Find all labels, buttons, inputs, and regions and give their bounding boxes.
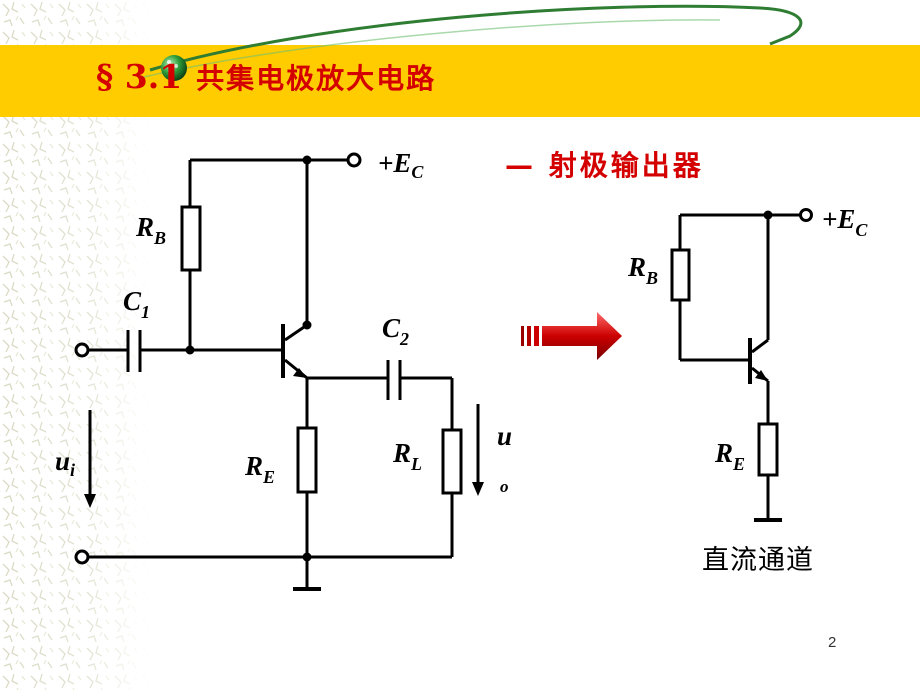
title-text: 共集电极放大电路 bbox=[196, 62, 437, 95]
transform-arrow-icon bbox=[521, 312, 622, 360]
supply-label: +EC bbox=[378, 148, 424, 182]
rb-label: RB bbox=[135, 212, 166, 248]
right-circuit-wiring bbox=[670, 213, 804, 522]
left-circuit-nodes bbox=[74, 152, 362, 565]
uo-subscript: o bbox=[500, 477, 509, 496]
slide-title: § 3.1 共集电极放大电路 bbox=[96, 52, 436, 102]
title-section: § 3.1 bbox=[96, 57, 183, 96]
right-rb-label: RB bbox=[627, 252, 658, 288]
right-circuit-nodes bbox=[755, 208, 813, 381]
title-bar bbox=[0, 45, 920, 117]
uo-label: u bbox=[497, 421, 512, 451]
slide-subtitle: — 射极输出器 bbox=[505, 149, 704, 182]
right-supply-label: +EC bbox=[822, 204, 868, 240]
voltage-arrows bbox=[84, 404, 484, 508]
dc-path-caption: 直流通道 bbox=[702, 545, 814, 576]
re-label: RE bbox=[244, 451, 275, 487]
ui-label: ui bbox=[55, 446, 75, 480]
rl-label: RL bbox=[392, 438, 422, 474]
swoosh-decoration bbox=[139, 4, 803, 79]
left-circuit-wiring bbox=[87, 158, 463, 591]
right-re-label: RE bbox=[714, 438, 745, 474]
c1-label: C1 bbox=[123, 286, 150, 322]
c2-label: C2 bbox=[382, 313, 409, 349]
bullet-ball-icon bbox=[161, 55, 187, 81]
page-number: 2 bbox=[828, 634, 837, 651]
